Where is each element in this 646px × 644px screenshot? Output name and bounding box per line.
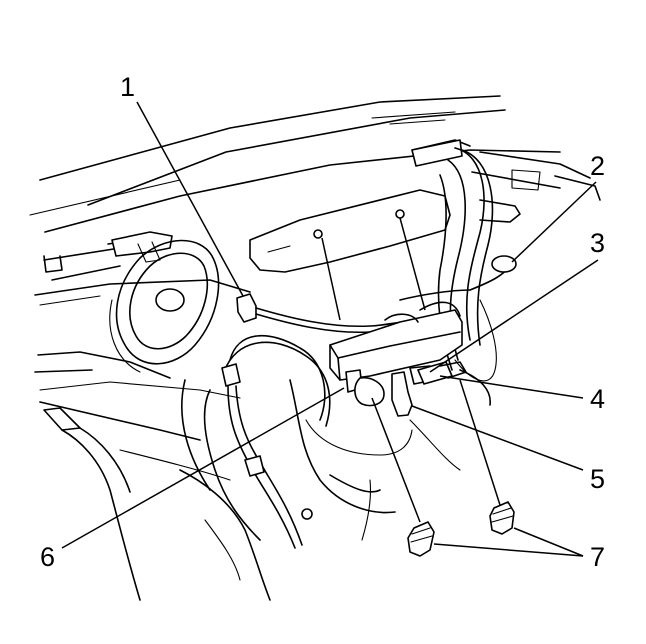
callout-labels: 1 2 3 4 5 6 7 xyxy=(40,72,605,572)
callout-2: 2 xyxy=(590,151,605,181)
leader-2 xyxy=(511,181,597,263)
center-bracket-panel xyxy=(249,139,471,273)
leader-7b xyxy=(513,527,584,557)
bolt-left xyxy=(371,397,435,557)
left-cable-clip xyxy=(43,231,173,273)
leader-7a xyxy=(433,543,584,557)
left-access-hole xyxy=(109,239,220,373)
bolt-right xyxy=(459,379,515,535)
callout-5: 5 xyxy=(590,464,605,494)
leader-ref-a xyxy=(321,237,341,321)
callout-4: 4 xyxy=(590,384,605,414)
leader-6 xyxy=(61,387,345,549)
leader-1 xyxy=(136,101,244,297)
left-cable-loops xyxy=(181,335,331,549)
callout-7: 7 xyxy=(590,542,605,572)
leader-ref-b xyxy=(399,217,426,311)
leader-lines xyxy=(61,101,599,557)
leader-4 xyxy=(439,375,584,399)
right-cable-harness xyxy=(399,147,517,382)
leader-5 xyxy=(411,405,584,471)
callout-3: 3 xyxy=(590,228,605,258)
latch-actuator xyxy=(329,301,467,417)
leader-3 xyxy=(429,259,599,373)
callout-6: 6 xyxy=(40,542,55,572)
callout-1: 1 xyxy=(120,72,135,102)
lower-body-structure xyxy=(34,351,491,601)
upper-panel xyxy=(29,95,601,306)
